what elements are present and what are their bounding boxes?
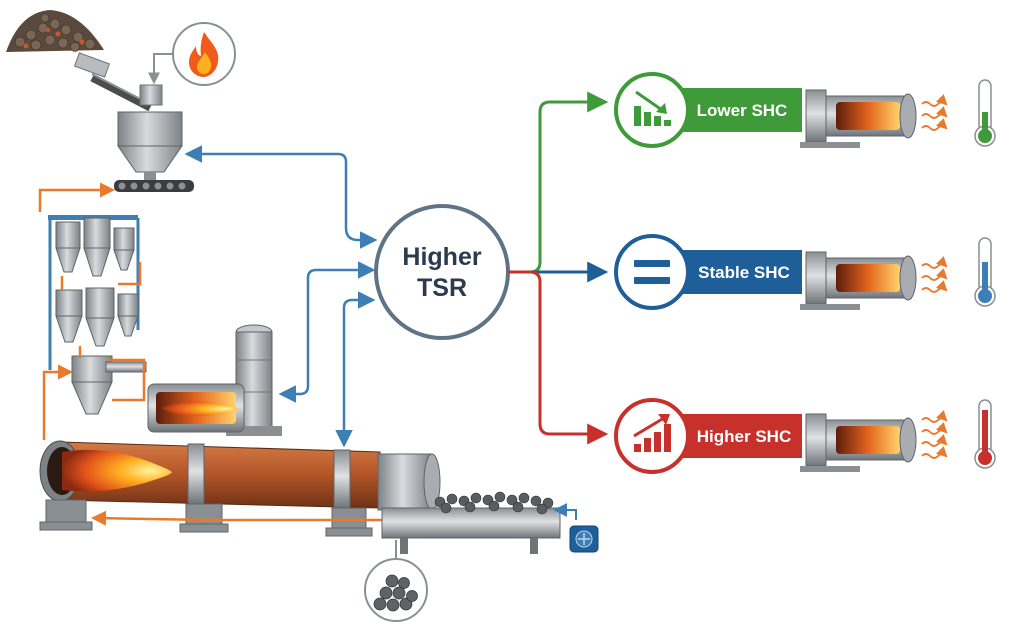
preheater-tower	[48, 215, 147, 415]
heat-exchanger-1	[800, 89, 917, 148]
rotary-kiln	[39, 440, 441, 511]
combustion-chamber	[147, 383, 245, 433]
cooling-air-arrow	[553, 503, 577, 520]
clinker-cooler	[381, 491, 561, 554]
thermometer-high-icon	[974, 399, 996, 469]
fuel-flame-icon	[172, 22, 236, 86]
branch-higher-shc	[508, 270, 609, 445]
feed-conveyor	[73, 52, 163, 112]
hub-line-1: Higher	[402, 243, 481, 271]
raw-material-pile	[6, 10, 104, 52]
higher-tsr-hub: Higher TSR	[374, 204, 510, 340]
outcome-label-lower-shc: Lower SHC	[697, 101, 788, 120]
hub-line-2: TSR	[417, 274, 467, 302]
heat-waves-1	[921, 94, 948, 131]
raw-mill-bin	[114, 111, 194, 192]
heat-exchanger-2	[800, 251, 917, 310]
fuel-feed-arrow	[148, 53, 174, 85]
hub-connectors	[184, 145, 378, 448]
outcome-stable-shc: Stable SHC	[614, 234, 802, 310]
bar-chart-up-icon	[633, 414, 671, 452]
outcome-label-higher-shc: Higher SHC	[697, 427, 791, 446]
cooling-fan-icon	[569, 525, 599, 553]
bar-chart-down-icon	[634, 90, 671, 126]
clinker-product-icon	[364, 558, 428, 622]
heat-exchanger-3	[800, 413, 917, 472]
thermometer-mid-icon	[974, 237, 996, 307]
preheater-gas-flow	[38, 182, 146, 440]
outcome-lower-shc: Lower SHC	[614, 72, 802, 148]
heat-waves-2	[921, 256, 948, 293]
tertiary-air-return	[91, 510, 384, 526]
branch-lower-shc	[508, 91, 609, 274]
outcome-higher-shc: Higher SHC	[614, 398, 802, 474]
outcome-label-stable-shc: Stable SHC	[698, 263, 790, 282]
heat-waves-3	[921, 410, 948, 459]
thermometer-low-icon	[974, 79, 996, 147]
equals-icon	[634, 260, 670, 284]
